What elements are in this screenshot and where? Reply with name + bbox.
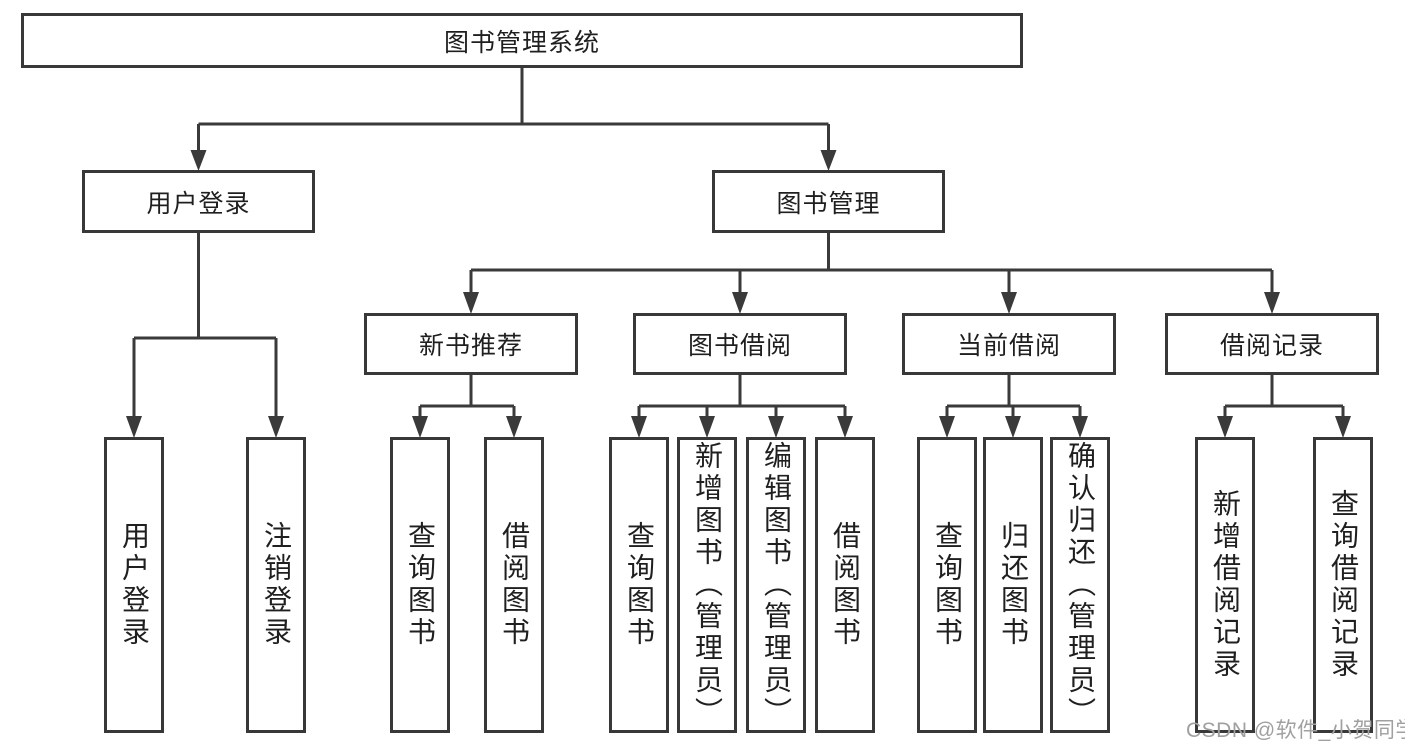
leaf-query-borrow-record: 查询借阅记录 bbox=[1313, 437, 1373, 733]
leaf-borrow-books-recommend: 借阅图书 bbox=[484, 437, 544, 733]
leaf-add-books-admin: 新增图书（管理员） bbox=[677, 437, 737, 733]
csdn-watermark: CSDN @软件_小贺同学 bbox=[1186, 719, 1405, 742]
leaf-user-login: 用户登录 bbox=[104, 437, 164, 733]
node-current-borrow: 当前借阅 bbox=[902, 313, 1116, 375]
leaf-confirm-return-admin: 确认归还（管理员） bbox=[1050, 437, 1110, 733]
leaf-add-borrow-record: 新增借阅记录 bbox=[1195, 437, 1255, 733]
node-book-borrow: 图书借阅 bbox=[633, 313, 847, 375]
node-library-management-system: 图书管理系统 bbox=[21, 13, 1023, 68]
leaf-borrow-books: 借阅图书 bbox=[815, 437, 875, 733]
leaf-edit-books-admin: 编辑图书（管理员） bbox=[746, 437, 806, 733]
leaf-logout: 注销登录 bbox=[246, 437, 306, 733]
leaf-query-books-current: 查询图书 bbox=[917, 437, 977, 733]
leaf-return-books: 归还图书 bbox=[983, 437, 1043, 733]
node-book-management: 图书管理 bbox=[712, 170, 945, 233]
node-new-book-recommend: 新书推荐 bbox=[364, 313, 578, 375]
leaf-query-books-borrow: 查询图书 bbox=[609, 437, 669, 733]
node-user-login: 用户登录 bbox=[82, 170, 315, 233]
node-borrow-records: 借阅记录 bbox=[1165, 313, 1379, 375]
leaf-query-books-recommend: 查询图书 bbox=[390, 437, 450, 733]
